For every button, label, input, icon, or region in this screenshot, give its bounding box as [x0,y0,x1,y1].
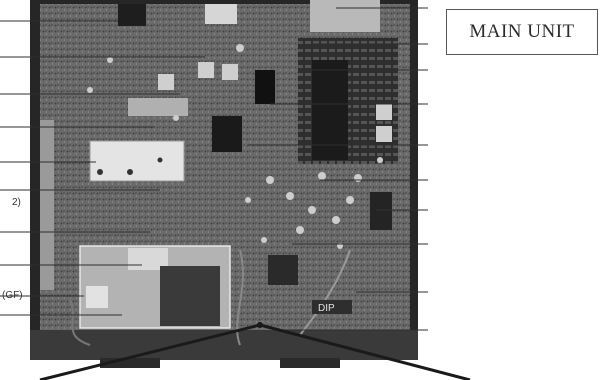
right-callout-lines [248,7,428,331]
edge-label-gf: (GF) [2,290,23,301]
left-callout-lines [0,20,205,316]
ic-chip [212,116,242,152]
top-connector [118,4,146,26]
ic-chip [268,255,298,285]
ic-chip [128,98,188,116]
top-connector [310,0,380,32]
cable [236,249,244,346]
cable [69,299,91,346]
module-chip [160,266,220,326]
ic-chip [255,70,275,104]
small-components [87,44,383,249]
module-chip [86,286,108,308]
top-connector [205,4,237,24]
figure-title: MAIN UNIT [469,21,575,42]
pointer-origin [257,322,263,328]
cable [299,249,351,336]
ic-chip [370,192,392,230]
heatsink-fin [312,60,348,160]
chassis-foot [280,358,340,368]
chassis-foot [100,358,160,368]
chip-label-dip: DIP [318,303,335,314]
edge-label-2: 2) [12,197,21,208]
diagonal-pointer-lines [39,323,471,380]
shield-box [89,140,185,182]
title-box: MAIN UNIT [446,9,598,55]
